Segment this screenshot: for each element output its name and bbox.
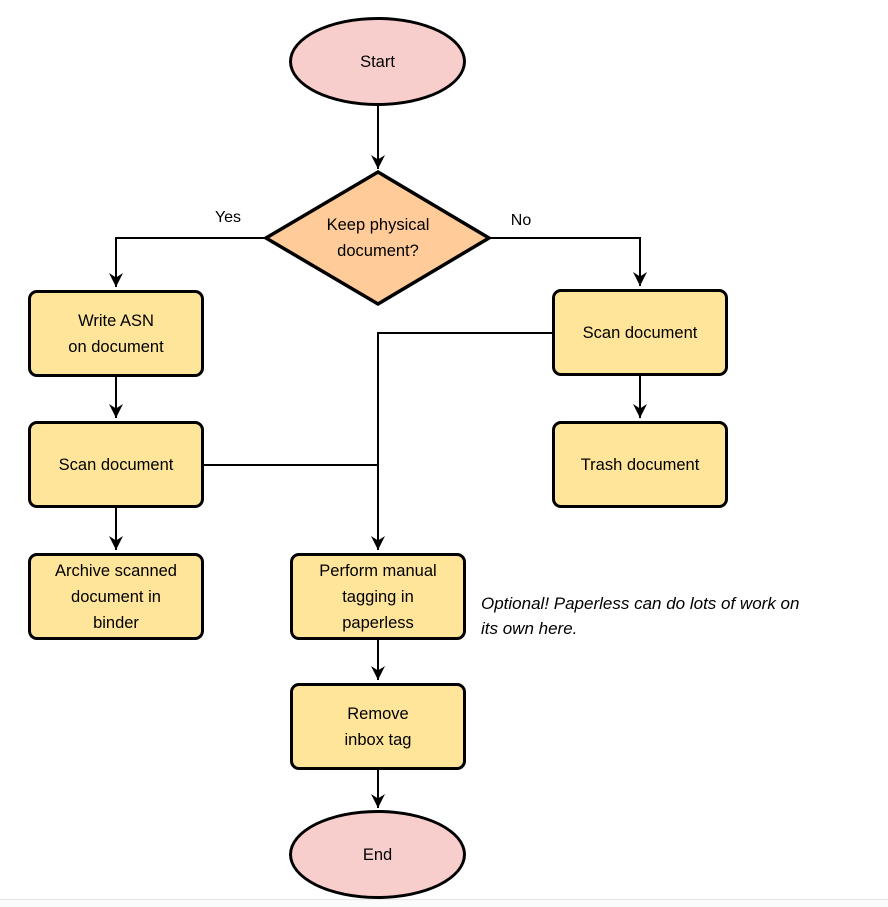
node-end-label: End: [362, 845, 393, 864]
edge-decision-yes-to-write-asn: [109, 237, 265, 287]
node-write-asn-label: Write ASN on document: [68, 311, 164, 356]
node-scan-document-right: Scan document: [552, 289, 728, 376]
node-archive-scanned: Archive scanned document in binder: [28, 553, 204, 640]
optional-note: Optional! Paperless can do lots of work …: [481, 594, 800, 638]
node-decision-label: Keep physical document?: [326, 216, 430, 260]
node-remove-inbox-tag-label: Remove inbox tag: [344, 704, 412, 749]
node-remove-inbox-tag: Remove inbox tag: [290, 683, 466, 770]
node-trash-document: Trash document: [552, 421, 728, 508]
node-trash-document-label: Trash document: [580, 455, 700, 474]
node-scan-document-left-label: Scan document: [58, 455, 174, 474]
page-bottom-divider: [0, 899, 888, 907]
edge-label-no: No: [510, 212, 532, 229]
node-end: End: [289, 810, 466, 899]
edge-decision-no-to-scan-right: [490, 237, 647, 286]
node-archive-scanned-label: Archive scanned document in binder: [55, 561, 177, 632]
node-start-label: Start: [360, 52, 395, 71]
node-start: Start: [289, 17, 466, 106]
edge-scan-right-to-tagging: [371, 332, 552, 550]
node-scan-document-left: Scan document: [28, 421, 204, 508]
node-write-asn: Write ASN on document: [28, 290, 204, 377]
node-manual-tagging-label: Perform manual tagging in paperless: [319, 561, 437, 632]
edge-label-yes: Yes: [214, 209, 242, 226]
node-scan-document-right-label: Scan document: [582, 323, 698, 342]
node-manual-tagging: Perform manual tagging in paperless: [290, 553, 466, 640]
